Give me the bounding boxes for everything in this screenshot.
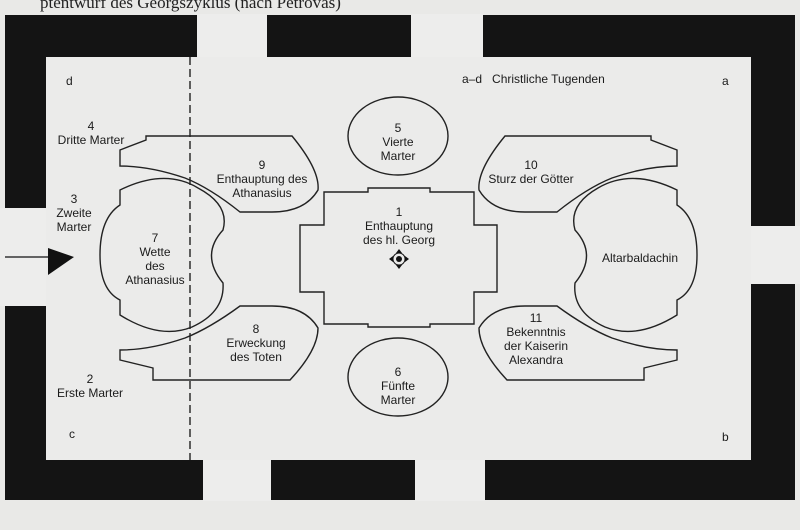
corner-d: d [66, 74, 73, 88]
field-9-label: 9 Enthauptung des Athanasius [216, 158, 308, 200]
field-7-shape [99, 177, 225, 333]
field-9-shape [119, 135, 319, 213]
field-11-label: 11 Bekenntnis der Kaiserin Alexandra [503, 311, 569, 367]
field-10-shape [478, 135, 678, 213]
legend-virtues: a–d Christliche Tugenden [462, 72, 605, 86]
field-8-label: 8 Erweckung des Toten [226, 322, 286, 364]
field-11-shape [478, 305, 678, 381]
field-5-shape [347, 96, 449, 176]
field-1-shape [299, 187, 498, 328]
field-3-label: 3 Zweite Marter [56, 192, 92, 234]
field-6-label: 6 Fünfte Marter [380, 365, 416, 407]
window-top-left [197, 14, 267, 59]
corner-b: b [722, 430, 729, 444]
field-4-label: 4 Dritte Marter [57, 119, 125, 147]
field-5-label: 5 Vierte Marter [380, 121, 416, 163]
altar-label: Altarbaldachin [601, 251, 679, 265]
field-2-label: 2 Erste Marter [56, 372, 123, 400]
window-bottom-left [203, 455, 271, 501]
window-top-right [411, 14, 483, 59]
center-ornament-icon [389, 249, 409, 269]
field-7-label: 7 Wette des Athanasius [125, 231, 185, 287]
field-6-shape [347, 337, 449, 417]
corner-a: a [722, 74, 729, 88]
field-1-label: 1 Enthauptung des hl. Georg [362, 205, 436, 247]
field-10-label: 10 Sturz der Götter [488, 158, 574, 186]
field-8-shape [119, 305, 319, 381]
corner-c: c [69, 427, 75, 441]
caption-fragment: ptentwurf des Georgszyklus (nach Petrova… [40, 0, 341, 12]
altar-shape [573, 177, 698, 333]
opening-right [750, 226, 800, 284]
entrance-arrow [48, 248, 74, 275]
window-bottom-right [415, 455, 485, 501]
